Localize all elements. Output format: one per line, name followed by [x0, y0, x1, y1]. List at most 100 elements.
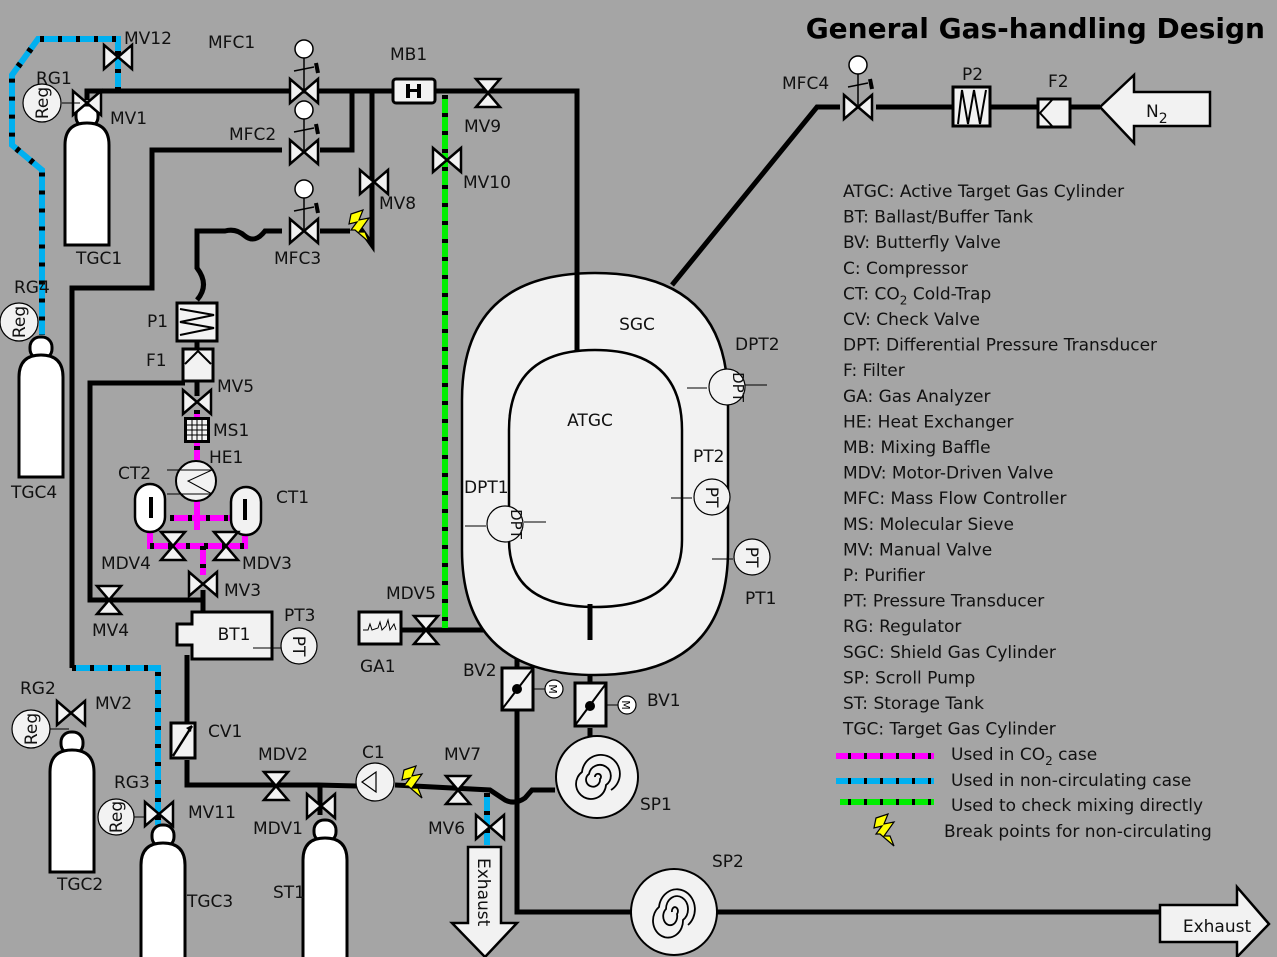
mv4-label: MV4: [92, 621, 129, 641]
he1-label: HE1: [209, 448, 243, 468]
mv12-label: MV12: [124, 29, 172, 49]
mdv5-label: MDV5: [386, 584, 436, 604]
diagram-title: General Gas-handling Design: [806, 12, 1265, 45]
legend-item: MFC: Mass Flow Controller: [843, 489, 1066, 509]
ct1-label: CT1: [276, 488, 309, 508]
mixing-line-key-label: Used to check mixing directly: [951, 796, 1203, 816]
mfc2-controller[interactable]: [288, 99, 320, 166]
svg-text:Reg: Reg: [107, 801, 127, 833]
n2-label: N2: [1146, 102, 1168, 127]
bv2-label: BV2: [463, 661, 497, 681]
line-key-legend: Used in CO2 case Used in non-circulating…: [836, 745, 1212, 847]
non-circulating-line-key-label: Used in non-circulating case: [951, 771, 1191, 791]
bt1-buffer-tank: BT1: [175, 610, 274, 661]
bv1-butterfly-valve[interactable]: M: [573, 681, 637, 728]
rg4-label: RG4: [14, 278, 50, 298]
mfc3-controller[interactable]: [288, 178, 320, 245]
co2-line-key-label: Used in CO2 case: [951, 745, 1097, 768]
p2-label: P2: [962, 65, 983, 85]
svg-text:DPT: DPT: [507, 509, 525, 540]
mv1-label: MV1: [110, 109, 147, 129]
non-circulating-line-key: Used in non-circulating case: [836, 771, 1191, 791]
legend-item: RG: Regulator: [843, 617, 961, 637]
break-point-key: Break points for non-circulating: [873, 813, 1212, 847]
pt2-label: PT2: [693, 447, 724, 467]
mfc1-controller[interactable]: [288, 38, 320, 105]
mdv1-label: MDV1: [253, 819, 303, 839]
legend-item: CT: CO2 Cold-Trap: [843, 284, 991, 307]
legend-item: GA: Gas Analyzer: [843, 387, 990, 407]
mdv3-label: MDV3: [242, 554, 292, 574]
mv6-label: MV6: [428, 819, 465, 839]
rg1-label: RG1: [36, 69, 72, 89]
legend-item: BT: Ballast/Buffer Tank: [843, 208, 1033, 228]
legend-item: ATGC: Active Target Gas Cylinder: [843, 182, 1124, 202]
mv2-label: MV2: [95, 694, 132, 714]
dpt1-label: DPT1: [464, 478, 509, 498]
he1-heat-exchanger: [167, 460, 217, 502]
mfc4-controller[interactable]: [842, 54, 874, 121]
mv3-label: MV3: [224, 581, 261, 601]
svg-text:DPT: DPT: [729, 372, 747, 403]
svg-text:PT: PT: [288, 636, 308, 657]
mdv2-label: MDV2: [258, 745, 308, 765]
mb1-mixing-baffle: [391, 77, 437, 105]
mdv4-label: MDV4: [101, 554, 151, 574]
rg3-label: RG3: [114, 773, 150, 793]
f2-label: F2: [1048, 72, 1069, 92]
non-circulating-lines: [9, 36, 490, 845]
cv1-label: CV1: [208, 722, 242, 742]
tgc1-label: TGC1: [75, 249, 122, 269]
st1-label: ST1: [273, 883, 305, 903]
pt1-label: PT1: [745, 589, 776, 609]
ga1-gas-analyzer: [357, 610, 403, 646]
tgc2-label: TGC2: [56, 875, 103, 895]
tgc2-cylinder: [48, 730, 96, 874]
exhaust-down-arrow: Exhaust: [449, 845, 520, 957]
legend-item: BV: Butterfly Valve: [843, 233, 1001, 253]
n2-supply-arrow: N2: [1098, 72, 1212, 147]
svg-text:PT: PT: [701, 487, 721, 508]
co2-line-key: Used in CO2 case: [836, 745, 1097, 768]
legend-item: PT: Pressure Transducer: [843, 592, 1044, 612]
bt1-label: BT1: [218, 625, 251, 645]
legend-item: HE: Heat Exchanger: [843, 412, 1013, 432]
mb1-label: MB1: [390, 45, 427, 65]
f1-filter: [181, 347, 215, 383]
sgc-label: SGC: [619, 315, 655, 335]
mv11-label: MV11: [188, 803, 236, 823]
exhaust-right-label: Exhaust: [1183, 917, 1252, 937]
pt3-label: PT3: [284, 606, 315, 626]
ct2-cold-trap: [133, 482, 167, 534]
bv2-butterfly-valve[interactable]: M: [500, 666, 564, 712]
sp1-label: SP1: [640, 795, 672, 815]
mv2-valve[interactable]: [55, 699, 87, 727]
dpt1-sensor: DPT DPT1: [464, 478, 546, 543]
tgc1-cylinder: [63, 103, 111, 247]
mfc1-label: MFC1: [208, 33, 255, 53]
c1-label: C1: [362, 743, 385, 763]
c1-compressor: [355, 762, 395, 802]
bv1-label: BV1: [647, 691, 681, 711]
mv5-label: MV5: [217, 377, 254, 397]
f2-filter: [1036, 97, 1072, 129]
svg-text:Reg: Reg: [22, 713, 42, 745]
legend-item: ST: Storage Tank: [843, 694, 984, 714]
mv9-label: MV9: [464, 117, 501, 137]
legend-item: MDV: Motor-Driven Valve: [843, 464, 1053, 484]
rg2-label: RG2: [20, 679, 56, 699]
dpt2-sensor: DPT DPT2: [687, 335, 780, 406]
mv10-label: MV10: [463, 173, 511, 193]
break-point-key-label: Break points for non-circulating: [944, 822, 1212, 842]
legend-item: MS: Molecular Sieve: [843, 515, 1014, 535]
ct1-cold-trap: [229, 485, 263, 537]
legend-item: TGC: Target Gas Cylinder: [842, 720, 1056, 740]
tgc4-cylinder: [17, 335, 65, 479]
legend-item: MB: Mixing Baffle: [843, 438, 991, 458]
p2-purifier: [951, 85, 992, 128]
mixing-line-key: Used to check mixing directly: [840, 796, 1203, 816]
legend-item: SGC: Shield Gas Cylinder: [843, 643, 1056, 663]
tgc3-cylinder: [139, 823, 187, 957]
break-point-icon: [401, 765, 423, 799]
